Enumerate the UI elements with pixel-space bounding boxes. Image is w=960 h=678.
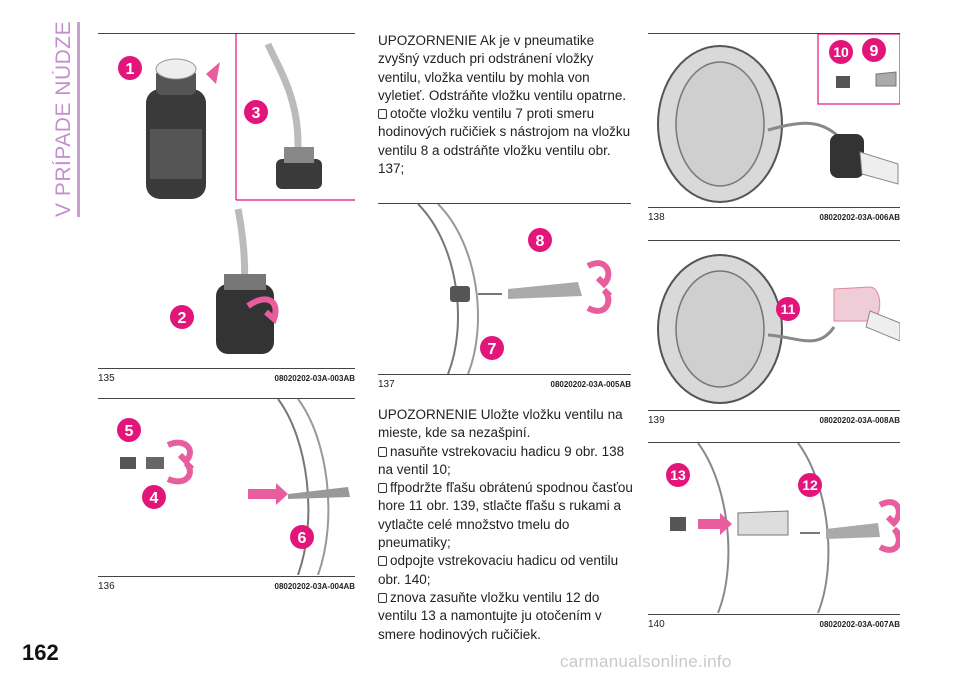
warning-text: UPOZORNENIE Ak je v pneumatike zvyšný vz… [378, 33, 627, 103]
svg-text:12: 12 [802, 477, 818, 493]
caption-137: 137 08020202-03A-005AB [378, 374, 631, 393]
caption-code: 08020202-03A-005AB [550, 380, 632, 389]
callout-badge-11: 11 [776, 297, 800, 321]
svg-text:13: 13 [670, 467, 686, 483]
figure-137-top-rule [378, 203, 631, 204]
step-bullet-icon [378, 556, 387, 567]
step-text: znova zasuňte vložku ventilu 12 do venti… [378, 589, 602, 642]
step-text: otočte vložku ventilu 7 proti smeru hodi… [378, 106, 631, 177]
section-title: V PRÍPADE NÚDZE [52, 20, 75, 217]
text-block-1: UPOZORNENIE Ak je v pneumatike zvyšný vz… [378, 32, 633, 178]
section-tab: V PRÍPADE NÚDZE [52, 20, 80, 217]
svg-text:9: 9 [870, 43, 879, 60]
caption-139: 139 08020202-03A-008AB [648, 410, 900, 429]
callout-badge-10: 10 [829, 40, 853, 64]
svg-text:5: 5 [125, 423, 134, 440]
figure-140-top-rule [648, 442, 900, 443]
callout-badge-2: 2 [170, 305, 194, 329]
svg-text:11: 11 [781, 301, 796, 317]
caption-number: 137 [378, 379, 395, 390]
svg-text:8: 8 [536, 233, 545, 250]
caption-135: 135 08020202-03A-003AB [98, 368, 355, 387]
caption-140: 140 08020202-03A-007AB [648, 614, 900, 633]
callout-badge-6: 6 [290, 525, 314, 549]
caption-code: 08020202-03A-003AB [274, 374, 356, 383]
caption-138: 138 08020202-03A-006AB [648, 207, 900, 226]
figure-135: 1 3 2 [98, 34, 355, 368]
figure-136: 5 4 6 [98, 399, 355, 575]
warning-text: UPOZORNENIE Uložte vložku ventilu na mie… [378, 407, 623, 441]
svg-text:7: 7 [488, 341, 497, 358]
caption-number: 138 [648, 212, 665, 223]
callout-badge-12: 12 [798, 473, 822, 497]
step-bullet-icon [378, 446, 387, 457]
caption-code: 08020202-03A-008AB [819, 416, 901, 425]
watermark: carmanualsonline.info [560, 652, 732, 671]
callout-badge-3: 3 [244, 100, 268, 124]
figure-137: 8 7 [378, 204, 631, 374]
caption-number: 139 [648, 415, 665, 426]
figure-140: 13 12 [648, 443, 900, 613]
caption-number: 140 [648, 619, 665, 630]
step-bullet-icon [378, 592, 387, 603]
svg-text:2: 2 [178, 310, 187, 327]
callout-badge-9: 9 [862, 38, 886, 62]
caption-number: 135 [98, 373, 115, 384]
step-text: odpojte vstrekovaciu hadicu od ventilu o… [378, 553, 619, 587]
text-block-2: UPOZORNENIE Uložte vložku ventilu na mie… [378, 406, 633, 644]
svg-text:1: 1 [126, 61, 135, 78]
callout-badge-5: 5 [117, 418, 141, 442]
caption-code: 08020202-03A-004AB [274, 582, 356, 591]
caption-136: 136 08020202-03A-004AB [98, 576, 355, 595]
figure-139-top-rule [648, 240, 900, 241]
step-text: nasuňte vstrekovaciu hadicu 9 obr. 138 n… [378, 443, 625, 477]
figure-139: 11 [648, 241, 900, 409]
step-bullet-icon [378, 109, 387, 120]
callout-badge-7: 7 [480, 336, 504, 360]
section-tab-bar [77, 22, 80, 217]
step-bullet-icon [378, 483, 387, 494]
svg-text:4: 4 [150, 490, 159, 507]
figure-136-top-rule [98, 398, 355, 399]
callout-badge-1: 1 [118, 56, 142, 80]
callout-badge-13: 13 [666, 463, 690, 487]
figure-138-top-rule [648, 33, 900, 34]
caption-code: 08020202-03A-007AB [819, 620, 901, 629]
caption-number: 136 [98, 581, 115, 592]
caption-code: 08020202-03A-006AB [819, 213, 901, 222]
callout-badge-8: 8 [528, 228, 552, 252]
page-number: 162 [22, 640, 59, 665]
callout-badge-4: 4 [142, 485, 166, 509]
svg-text:10: 10 [833, 44, 849, 60]
svg-text:6: 6 [298, 530, 307, 547]
column-1-top-rule [98, 33, 355, 34]
figure-138: 10 9 [648, 34, 900, 206]
step-text: ffpodržte fľašu obrátenú spodnou časťou … [378, 480, 633, 551]
svg-text:3: 3 [252, 105, 261, 122]
